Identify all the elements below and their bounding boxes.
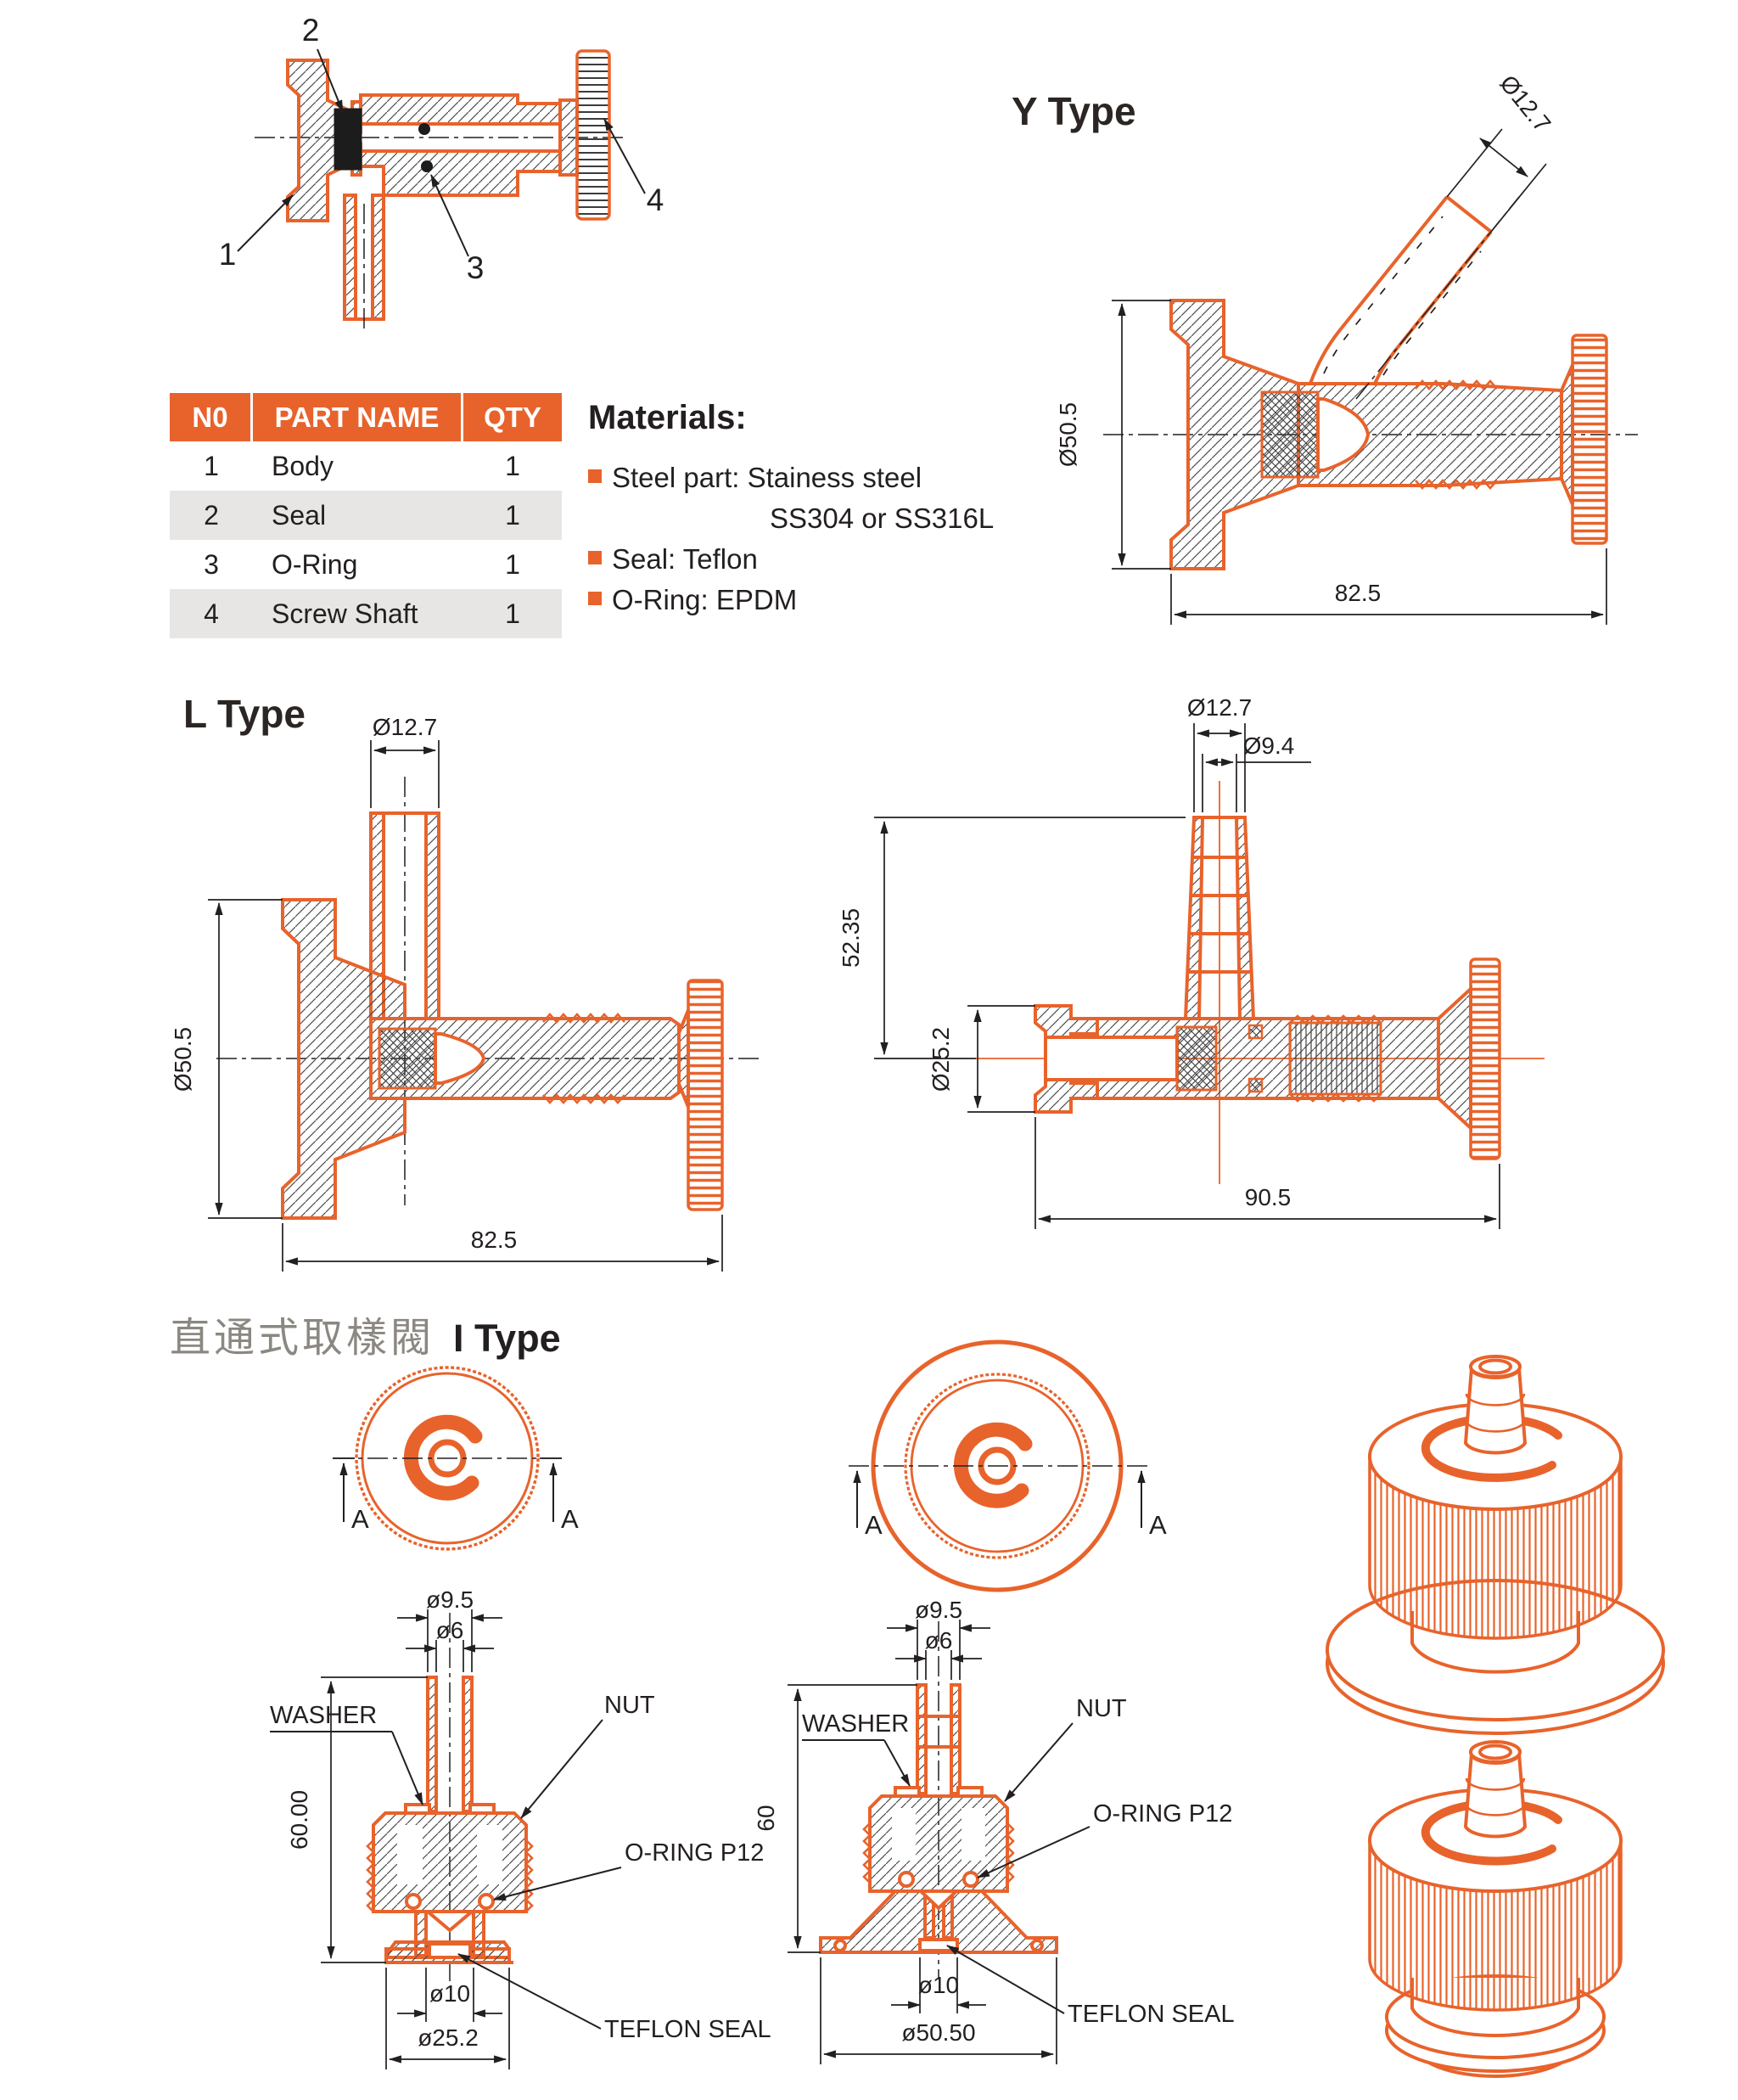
table-row: 4 Screw Shaft 1 — [170, 589, 562, 638]
material-item-steel: Steel part: Stainess steel — [588, 459, 1012, 497]
y-type-drawing: Ø12.7 Ø50.5 82.5 — [1055, 70, 1638, 625]
y-dim-length: 82.5 — [1335, 580, 1382, 606]
dr-nut-label: NUT — [1076, 1695, 1127, 1722]
row2-no: 2 — [204, 499, 219, 531]
dl-dim-bore: ø10 — [429, 1980, 470, 2007]
section-a-label: A — [561, 1504, 579, 1534]
material-steel-text: Steel part: Stainess steel — [612, 462, 922, 493]
barb-dim-height: 52.35 — [838, 908, 864, 968]
i-type-section-left: ø9.5 ø6 60.00 ø10 ø25.2 WASHER NUT O-RIN… — [270, 1586, 771, 2069]
y-dim-tube: Ø12.7 — [1494, 70, 1556, 138]
callout-3: 3 — [467, 250, 485, 285]
material-item-oring: O-Ring: EPDM — [588, 581, 1012, 619]
callout-2: 2 — [302, 13, 320, 48]
dl-washer-label: WASHER — [270, 1702, 377, 1729]
l-dim-length: 82.5 — [471, 1227, 518, 1253]
i-type-section-right: ø9.5 ø6 60 ø10 ø50.50 WASHER NUT O-RING … — [753, 1597, 1235, 2064]
dr-oring-label: O-RING P12 — [1093, 1800, 1232, 1828]
row3-qty: 1 — [505, 548, 520, 580]
row1-qty: 1 — [505, 450, 520, 481]
dr-dim-height: 60 — [753, 1805, 779, 1831]
bullet-square-icon — [588, 469, 602, 483]
materials-title: Materials: — [588, 399, 747, 436]
dr-dim-top2: ø6 — [925, 1627, 953, 1654]
dl-dim-base: ø25.2 — [418, 2024, 479, 2051]
dr-washer-label: WASHER — [802, 1710, 909, 1738]
y-dim-flange: Ø50.5 — [1055, 402, 1081, 467]
table-row: 1 Body 1 — [170, 441, 562, 491]
iso-view-ferrule — [1368, 1740, 1623, 2078]
section-a-label: A — [1149, 1510, 1167, 1540]
dl-teflon-label: TEFLON SEAL — [604, 2016, 771, 2043]
section-a-label: A — [351, 1504, 369, 1534]
i-type-top-view-2: A A — [849, 1339, 1167, 1592]
dr-dim-base: ø50.50 — [901, 2019, 975, 2046]
barb-dim-port: Ø25.2 — [928, 1027, 954, 1092]
i-type-title-chinese: 直通式取樣閥 — [170, 1316, 435, 1361]
barb-dim-bore: Ø9.4 — [1243, 733, 1295, 759]
row3-no: 3 — [204, 548, 219, 580]
i-type-title-english: I Type — [453, 1317, 561, 1360]
dr-dim-bore: ø10 — [918, 1972, 959, 1998]
parts-table: N0 PART NAME QTY 1 Body 1 2 Seal 1 3 O-R… — [170, 393, 562, 638]
exploded-section-view: 1 2 3 4 — [219, 13, 664, 333]
dl-dim-top2: ø6 — [436, 1617, 464, 1643]
dr-teflon-label: TEFLON SEAL — [1068, 2001, 1235, 2028]
dr-dim-top: ø9.5 — [915, 1597, 962, 1623]
l-type-title: L Type — [183, 692, 306, 736]
table-row: 3 O-Ring 1 — [170, 540, 562, 589]
parts-table-header: N0 PART NAME QTY — [170, 393, 562, 441]
row4-qty: 1 — [505, 598, 520, 629]
dl-dim-top: ø9.5 — [426, 1586, 474, 1613]
barb-dim-length: 90.5 — [1245, 1184, 1292, 1210]
materials-block: Materials: Steel part: Stainess steel SS… — [588, 399, 1012, 622]
l-dim-flange: Ø50.5 — [170, 1027, 196, 1092]
l-type-drawing: Ø12.7 Ø50.5 82.5 — [170, 714, 764, 1272]
material-item-seal: Seal: Teflon — [588, 541, 1012, 578]
i-type-title: 直通式取樣閥 I Type — [170, 1304, 561, 1363]
material-oring-text: O-Ring: EPDM — [612, 584, 798, 615]
row1-no: 1 — [204, 450, 219, 481]
row3-name: O-Ring — [272, 548, 358, 580]
dl-oring-label: O-RING P12 — [625, 1839, 764, 1867]
iso-view-flanged — [1326, 1355, 1665, 1735]
row1-name: Body — [272, 450, 334, 481]
bullet-square-icon — [588, 592, 602, 605]
col-qty: QTY — [484, 401, 541, 433]
dl-dim-height: 60.00 — [286, 1790, 312, 1850]
dl-nut-label: NUT — [604, 1692, 655, 1719]
row2-name: Seal — [272, 499, 327, 531]
section-a-label: A — [865, 1510, 883, 1540]
barb-type-drawing: Ø12.7 Ø9.4 52.35 Ø25.2 90.5 — [838, 694, 1545, 1229]
col-no: N0 — [170, 393, 253, 441]
col-part-name: PART NAME — [253, 393, 463, 441]
material-seal-text: Seal: Teflon — [612, 543, 758, 575]
i-type-top-view-1: A A — [333, 1366, 579, 1551]
barb-dim-tube: Ø12.7 — [1187, 694, 1252, 721]
callout-1: 1 — [219, 237, 237, 272]
row2-qty: 1 — [505, 499, 520, 531]
l-dim-tube: Ø12.7 — [373, 714, 437, 740]
y-type-title: Y Type — [1012, 89, 1136, 133]
row4-no: 4 — [204, 598, 219, 629]
material-steel-cont: SS304 or SS316L — [770, 503, 995, 534]
row4-name: Screw Shaft — [272, 598, 418, 629]
callout-4: 4 — [647, 182, 664, 217]
bullet-square-icon — [588, 551, 602, 564]
table-row: 2 Seal 1 — [170, 491, 562, 540]
